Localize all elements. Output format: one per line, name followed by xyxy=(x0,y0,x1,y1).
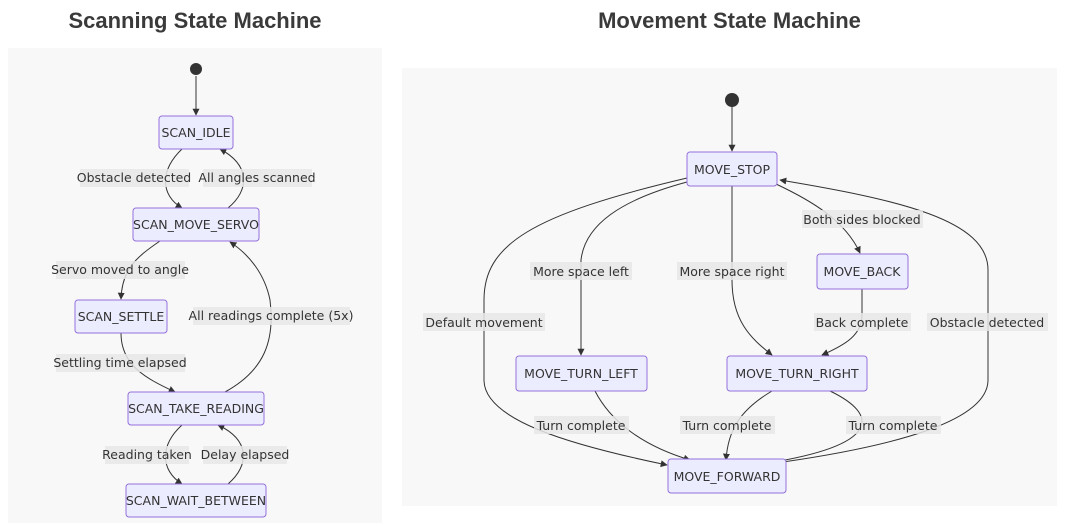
svg-text:Turn complete: Turn complete xyxy=(536,418,626,433)
svg-text:Delay elapsed: Delay elapsed xyxy=(201,447,290,462)
label-all-angles-scanned: All angles scanned xyxy=(198,169,316,187)
label-servo-moved: Servo moved to angle xyxy=(51,261,189,279)
label-more-space-left: More space left xyxy=(530,262,632,280)
state-move-stop: MOVE_STOP xyxy=(686,151,778,187)
edge-forward-to-stop xyxy=(779,177,989,463)
state-move-back-label: MOVE_BACK xyxy=(824,264,902,279)
svg-text:Obstacle detected: Obstacle detected xyxy=(77,170,191,185)
state-move-forward-label: MOVE_FORWARD xyxy=(674,469,781,484)
edge-stop-to-turn-right xyxy=(731,186,773,356)
state-scan-idle-label: SCAN_IDLE xyxy=(162,125,231,140)
svg-text:All readings complete (5x): All readings complete (5x) xyxy=(189,308,354,323)
edge-stop-to-turn-left xyxy=(577,181,688,356)
scanning-start-dot xyxy=(190,63,202,75)
state-move-turn-right: MOVE_TURN_RIGHT xyxy=(726,355,868,392)
movement-edge-labels: Both sides blocked More space left More … xyxy=(423,210,1048,434)
state-scan-wait-between: SCAN_WAIT_BETWEEN xyxy=(125,483,267,518)
state-scan-move-servo: SCAN_MOVE_SERVO xyxy=(132,207,260,242)
label-back-complete: Back complete xyxy=(814,313,911,331)
label-reading-taken: Reading taken xyxy=(102,446,192,464)
movement-title: Movement State Machine xyxy=(598,8,861,33)
label-all-readings-complete: All readings complete (5x) xyxy=(189,307,354,325)
svg-text:Reading taken: Reading taken xyxy=(102,447,192,462)
state-move-back: MOVE_BACK xyxy=(816,253,909,290)
state-move-turn-right-label: MOVE_TURN_RIGHT xyxy=(735,366,859,381)
svg-text:Obstacle detected: Obstacle detected xyxy=(930,315,1044,330)
svg-text:Both sides blocked: Both sides blocked xyxy=(803,212,920,227)
state-move-forward: MOVE_FORWARD xyxy=(667,458,787,494)
svg-text:Back complete: Back complete xyxy=(816,315,909,330)
svg-text:More space left: More space left xyxy=(533,264,629,279)
label-more-space-right: More space right xyxy=(677,262,787,280)
edge-stop-to-forward xyxy=(483,177,688,468)
label-turn-complete-right-2: Turn complete xyxy=(846,416,941,434)
label-turn-complete-right-1: Turn complete xyxy=(680,416,775,434)
state-scan-take-reading-label: SCAN_TAKE_READING xyxy=(128,401,264,416)
svg-text:More space right: More space right xyxy=(680,264,785,279)
label-settling-elapsed: Settling time elapsed xyxy=(53,354,187,372)
label-both-sides-blocked: Both sides blocked xyxy=(802,210,923,228)
state-move-stop-label: MOVE_STOP xyxy=(694,162,771,177)
label-obstacle-detected-scan: Obstacle detected xyxy=(77,169,191,187)
state-move-turn-left-label: MOVE_TURN_LEFT xyxy=(524,366,638,381)
svg-text:Turn complete: Turn complete xyxy=(848,418,938,433)
scanning-title: Scanning State Machine xyxy=(68,8,322,33)
svg-text:All angles scanned: All angles scanned xyxy=(198,170,315,185)
label-default-movement: Default movement xyxy=(423,313,545,331)
edge-take-reading-to-move-servo xyxy=(224,241,272,393)
movement-states: MOVE_STOP MOVE_BACK MOVE_TURN_LEFT MOVE_… xyxy=(515,151,909,494)
scanning-edge-labels: Obstacle detected All angles scanned Ser… xyxy=(51,169,353,464)
svg-text:Servo moved to angle: Servo moved to angle xyxy=(51,262,189,277)
state-scan-settle: SCAN_SETTLE xyxy=(74,299,168,334)
label-obstacle-detected-move: Obstacle detected xyxy=(927,313,1048,331)
svg-text:Default movement: Default movement xyxy=(425,315,542,330)
label-delay-elapsed: Delay elapsed xyxy=(201,446,290,464)
state-scan-settle-label: SCAN_SETTLE xyxy=(78,309,165,324)
svg-text:Turn complete: Turn complete xyxy=(682,418,772,433)
state-scan-move-servo-label: SCAN_MOVE_SERVO xyxy=(133,217,259,232)
state-scan-take-reading: SCAN_TAKE_READING xyxy=(127,391,265,426)
edge-turn-left-to-forward xyxy=(594,390,691,462)
state-scan-idle: SCAN_IDLE xyxy=(158,115,234,150)
state-move-turn-left: MOVE_TURN_LEFT xyxy=(515,355,648,392)
state-scan-wait-between-label: SCAN_WAIT_BETWEEN xyxy=(126,493,266,508)
svg-text:Settling time elapsed: Settling time elapsed xyxy=(53,355,186,370)
label-turn-complete-left: Turn complete xyxy=(534,416,629,434)
movement-start-dot xyxy=(725,93,739,107)
scanning-states: SCAN_IDLE SCAN_MOVE_SERVO SCAN_SETTLE SC… xyxy=(74,115,267,518)
